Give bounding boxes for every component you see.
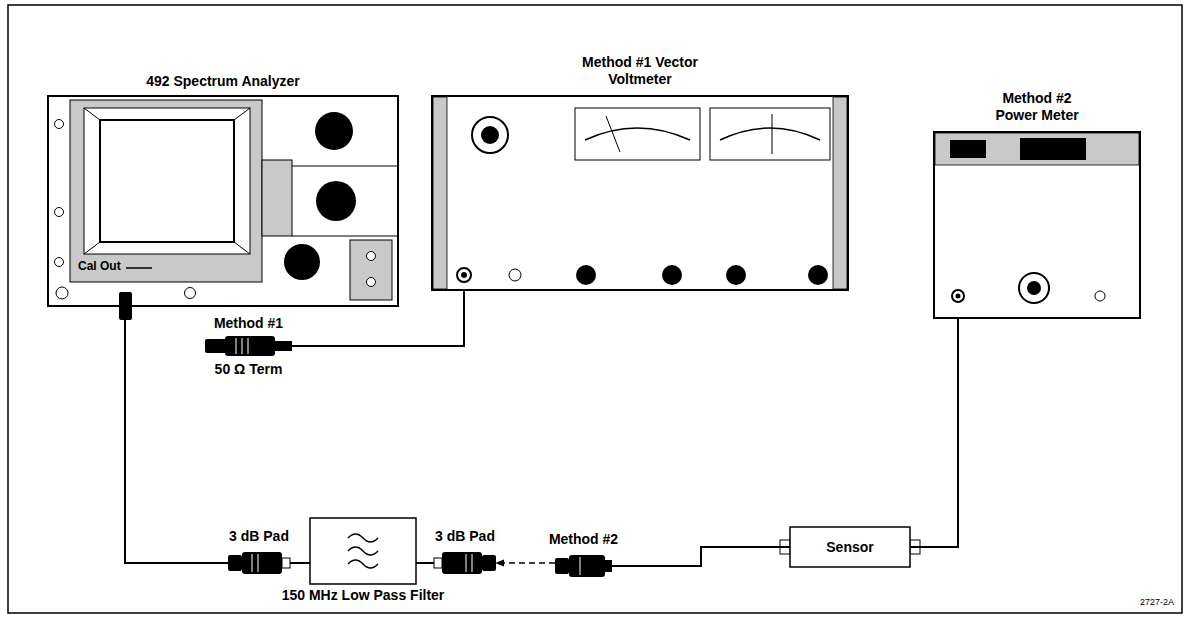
- termination-drawing: [205, 336, 292, 356]
- vector-voltmeter: Method #1 Vector Voltmeter: [432, 96, 848, 290]
- node-label: 492 Spectrum Analyzer: [146, 73, 300, 90]
- attenuator-pad-drawing: [228, 552, 290, 574]
- filter-drawing: [310, 518, 416, 584]
- node-label: 3 dB Pad: [435, 528, 495, 545]
- spectrum-analyzer-drawing: [48, 96, 398, 320]
- power-meter: Method #2 Power Meter: [934, 132, 1140, 318]
- node-label: Method #1: [214, 315, 283, 332]
- attenuator-pad: 3 dB Pad: [434, 552, 496, 574]
- node-label: Cal Out: [78, 259, 121, 274]
- node-label: 50 Ω Term: [215, 361, 283, 378]
- cable: [125, 306, 228, 563]
- attenuator-pad-drawing: [434, 552, 496, 574]
- cable: [416, 562, 434, 564]
- adapter-drawing: [555, 555, 612, 577]
- node-label: Method #1 Vector Voltmeter: [582, 54, 698, 88]
- node-label: Method #2 Power Meter: [989, 90, 1085, 124]
- vector-voltmeter-drawing: [432, 96, 848, 290]
- spectrum-analyzer: 492 Spectrum AnalyzerCal Out: [48, 96, 398, 306]
- attenuator-pad: 3 dB Pad: [228, 552, 290, 574]
- adapter: Method #2: [555, 555, 612, 577]
- cable: [292, 290, 464, 346]
- figure-number: 2727-2A: [1140, 597, 1174, 608]
- termination: Method #150 Ω Term: [205, 336, 292, 356]
- node-label: 3 dB Pad: [229, 528, 289, 545]
- node-label: Sensor: [826, 539, 873, 556]
- power-meter-drawing: [934, 132, 1140, 318]
- cable: [612, 547, 790, 566]
- node-label: Method #2: [549, 531, 618, 548]
- dashed-arrow: [496, 562, 555, 564]
- sensor-drawing: [780, 527, 920, 567]
- cable: [910, 318, 958, 547]
- low-pass-filter: 150 MHz Low Pass Filter: [310, 518, 416, 584]
- cable: [290, 562, 310, 564]
- node-label: 150 MHz Low Pass Filter: [282, 587, 445, 604]
- power-sensor: Sensor: [790, 527, 910, 567]
